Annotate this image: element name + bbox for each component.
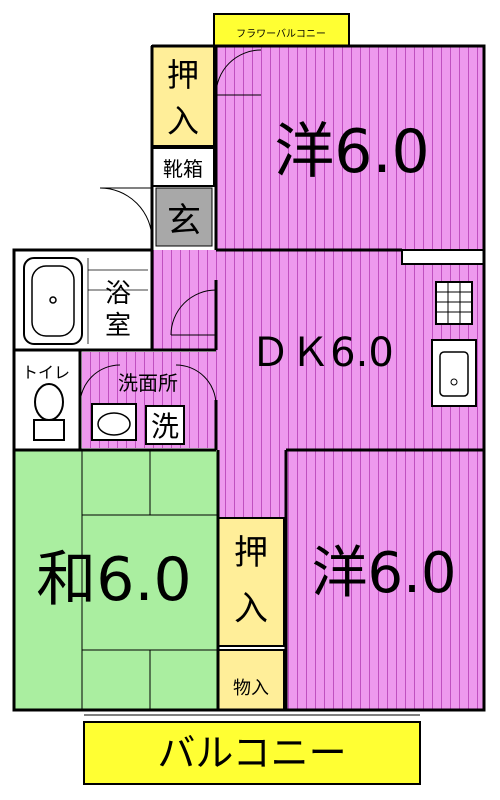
fridge-space bbox=[401, 249, 485, 265]
balcony-label: バルコニー bbox=[157, 731, 346, 775]
closet-mid-label-1: 押 bbox=[234, 533, 268, 573]
storage-closet bbox=[217, 649, 285, 711]
western-top-label: 洋6.0 bbox=[274, 117, 429, 187]
toilet-icon bbox=[33, 383, 65, 441]
balcony bbox=[83, 721, 421, 785]
hallway bbox=[152, 250, 216, 350]
western-right-label: 洋6.0 bbox=[311, 541, 456, 606]
entrance bbox=[155, 187, 213, 247]
bathtub-icon bbox=[23, 257, 83, 345]
western-room-top bbox=[216, 46, 484, 250]
closet-top-label-1: 押 bbox=[167, 56, 199, 94]
door-swings bbox=[79, 49, 262, 406]
entrance-label: 玄 bbox=[167, 201, 201, 241]
washroom-label: 洗面所 bbox=[118, 371, 178, 395]
tatami-lines bbox=[81, 450, 218, 710]
bath-label-1: 浴 bbox=[105, 279, 131, 309]
shoe-box-label: 靴箱 bbox=[163, 157, 203, 181]
dk-extension bbox=[216, 450, 286, 520]
washer-box bbox=[145, 405, 185, 445]
dk-label: ＤＫ6.0 bbox=[250, 330, 394, 376]
flower-balcony-label: フラワーバルコニー bbox=[236, 28, 326, 40]
closet-top-label-2: 入 bbox=[167, 102, 199, 140]
shower-floor-icon bbox=[87, 258, 148, 344]
closet-mid-label-2: 入 bbox=[234, 589, 268, 629]
western-room-right bbox=[286, 450, 484, 710]
japanese-room bbox=[14, 450, 218, 710]
walls bbox=[12, 44, 486, 712]
storage-label: 物入 bbox=[233, 678, 269, 699]
bath-label-2: 室 bbox=[105, 311, 131, 341]
toilet-label: トイレ bbox=[22, 363, 70, 382]
wash-basin-icon bbox=[91, 403, 137, 441]
washer-label: 洗 bbox=[151, 410, 179, 443]
japanese-label: 和6.0 bbox=[36, 545, 191, 615]
kitchen-sink-icon bbox=[431, 339, 477, 407]
stove-icon bbox=[435, 281, 473, 325]
